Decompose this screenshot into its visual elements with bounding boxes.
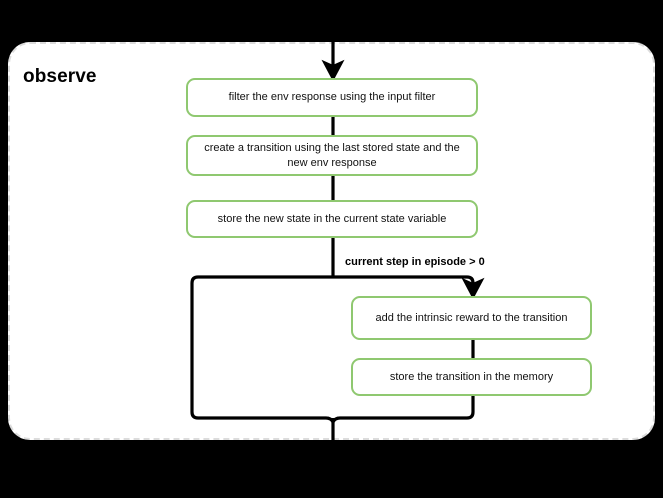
edge-branch-to-n4 <box>333 275 485 300</box>
node-filter-env-response[interactable]: filter the env response using the input … <box>186 78 478 117</box>
edge-condition-label: current step in episode > 0 <box>345 256 485 268</box>
node-label: filter the env response using the input … <box>228 91 436 104</box>
node-add-intrinsic-reward[interactable]: add the intrinsic reward to the transiti… <box>351 296 592 340</box>
edge-branch-bypass <box>190 275 335 423</box>
edge-n5-to-merge <box>331 396 475 423</box>
node-create-transition[interactable]: create a transition using the last store… <box>186 135 478 176</box>
node-store-transition-memory[interactable]: store the transition in the memory <box>351 358 592 396</box>
node-label: create a transition using the last store… <box>204 141 460 169</box>
group-title: observe <box>23 66 97 87</box>
node-label: store the transition in the memory <box>389 370 554 383</box>
node-label: add the intrinsic reward to the transiti… <box>375 311 568 324</box>
node-store-new-state[interactable]: store the new state in the current state… <box>186 200 478 238</box>
node-label: store the new state in the current state… <box>217 212 447 225</box>
